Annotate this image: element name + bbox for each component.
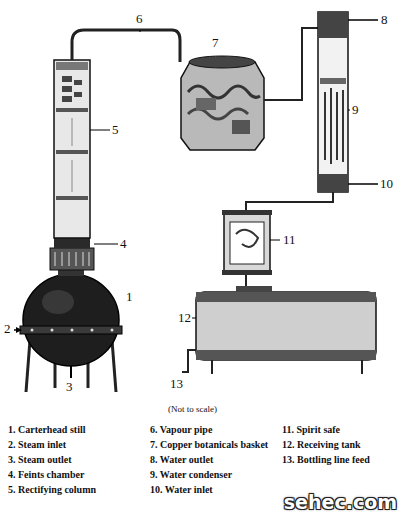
callout-number: 5 — [112, 123, 119, 137]
key-entry: 12. Receiving tank — [282, 439, 361, 450]
callout-number: 8 — [381, 13, 388, 27]
callout-number: 6 — [136, 12, 143, 26]
key-entry: 8. Water outlet — [150, 454, 213, 465]
callout-number: 9 — [352, 103, 359, 117]
key-entry: 11. Spirit safe — [282, 424, 340, 435]
callout-number: 13 — [170, 377, 183, 391]
callout-number: 4 — [120, 237, 127, 251]
key-entry: 2. Steam inlet — [8, 439, 66, 450]
watermark: sehec.com — [284, 492, 397, 513]
callout-number: 7 — [212, 36, 219, 50]
scale-note: (Not to scale) — [168, 405, 217, 415]
key-entry: 13. Bottling line feed — [282, 454, 370, 465]
key-entry: 3. Steam outlet — [8, 454, 72, 465]
callout-number: 11 — [283, 233, 296, 247]
key-entry: 10. Water inlet — [150, 484, 213, 495]
callout-number: 12 — [178, 311, 191, 325]
key-entry: 1. Carterhead still — [8, 424, 86, 435]
callout-number: 3 — [66, 380, 73, 394]
key-entry: 4. Feints chamber — [8, 469, 84, 480]
callout-number: 10 — [380, 177, 393, 191]
callout-number: 2 — [4, 322, 11, 336]
key-entry: 5. Rectifying column — [8, 484, 96, 495]
key-entry: 9. Water condenser — [150, 469, 232, 480]
callout-number: 1 — [126, 290, 133, 304]
key-entry: 6. Vapour pipe — [150, 424, 212, 435]
key-entry: 7. Copper botanicals basket — [150, 439, 268, 450]
